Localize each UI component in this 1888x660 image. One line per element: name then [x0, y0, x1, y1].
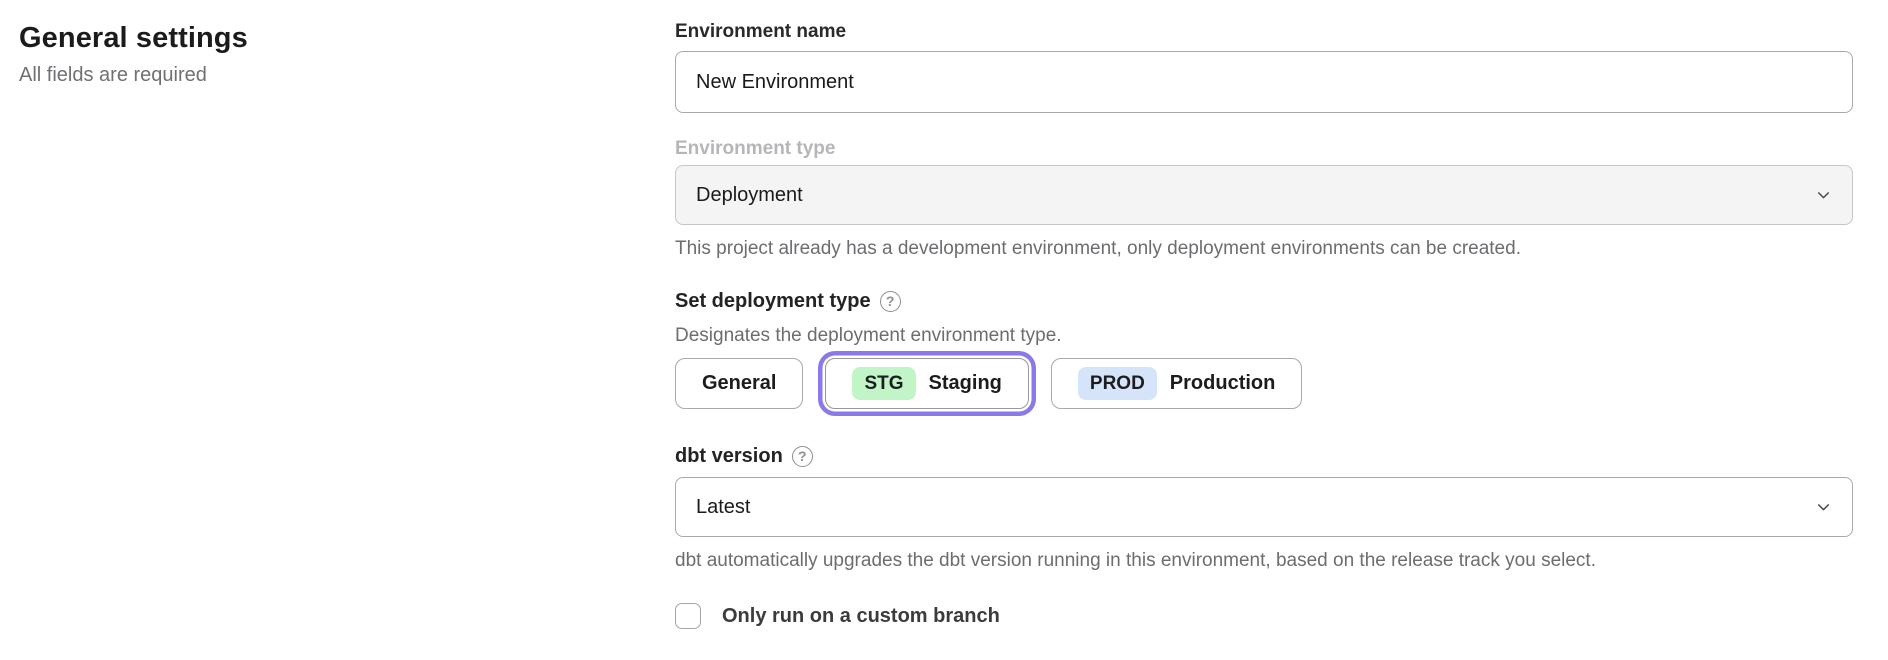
help-icon[interactable]: ? [791, 445, 813, 467]
deployment-type-general-button[interactable]: General [675, 358, 804, 409]
dbt-version-heading-text: dbt version [675, 445, 783, 467]
deployment-type-staging-label: Staging [928, 372, 1002, 394]
environment-name-label: Environment name [675, 21, 847, 42]
custom-branch-row: Only run on a custom branch [675, 603, 1853, 629]
environment-name-input[interactable] [675, 51, 1853, 113]
environment-type-helper: This project already has a development e… [675, 238, 1521, 259]
custom-branch-label: Only run on a custom branch [722, 605, 1000, 627]
dbt-version-heading: dbt version ? [675, 443, 1853, 469]
help-icon[interactable]: ? [879, 290, 901, 312]
page-header: General settings All fields are required [19, 18, 579, 87]
environment-type-value: Deployment [696, 183, 803, 206]
deployment-type-production-label: Production [1169, 372, 1276, 394]
deployment-type-heading-text: Set deployment type [675, 290, 871, 312]
chevron-down-icon [1815, 187, 1832, 204]
deployment-type-staging-button[interactable]: STG Staging [825, 358, 1029, 409]
deployment-type-general-label: General [702, 372, 777, 394]
deployment-type-heading: Set deployment type ? [675, 288, 1853, 314]
dbt-version-select[interactable]: Latest [675, 477, 1853, 537]
environment-type-group: Environment type Deployment This project… [675, 137, 1853, 261]
page-subtitle: All fields are required [19, 64, 207, 86]
deployment-type-description: Designates the deployment environment ty… [675, 325, 1062, 346]
staging-badge: STG [852, 367, 916, 400]
dbt-version-value: Latest [696, 495, 751, 518]
chevron-down-icon [1815, 499, 1832, 516]
deployment-type-options: General STG Staging PROD Production [675, 358, 1853, 409]
general-settings-form: Environment name Environment type Deploy… [675, 20, 1853, 629]
page-title: General settings [19, 22, 248, 54]
environment-name-group: Environment name [675, 20, 1853, 113]
custom-branch-checkbox[interactable] [675, 603, 701, 629]
environment-type-label: Environment type [675, 138, 836, 159]
deployment-type-production-button[interactable]: PROD Production [1050, 358, 1303, 409]
environment-type-select[interactable]: Deployment [675, 165, 1853, 225]
dbt-version-helper: dbt automatically upgrades the dbt versi… [675, 550, 1596, 571]
production-badge: PROD [1077, 367, 1157, 400]
